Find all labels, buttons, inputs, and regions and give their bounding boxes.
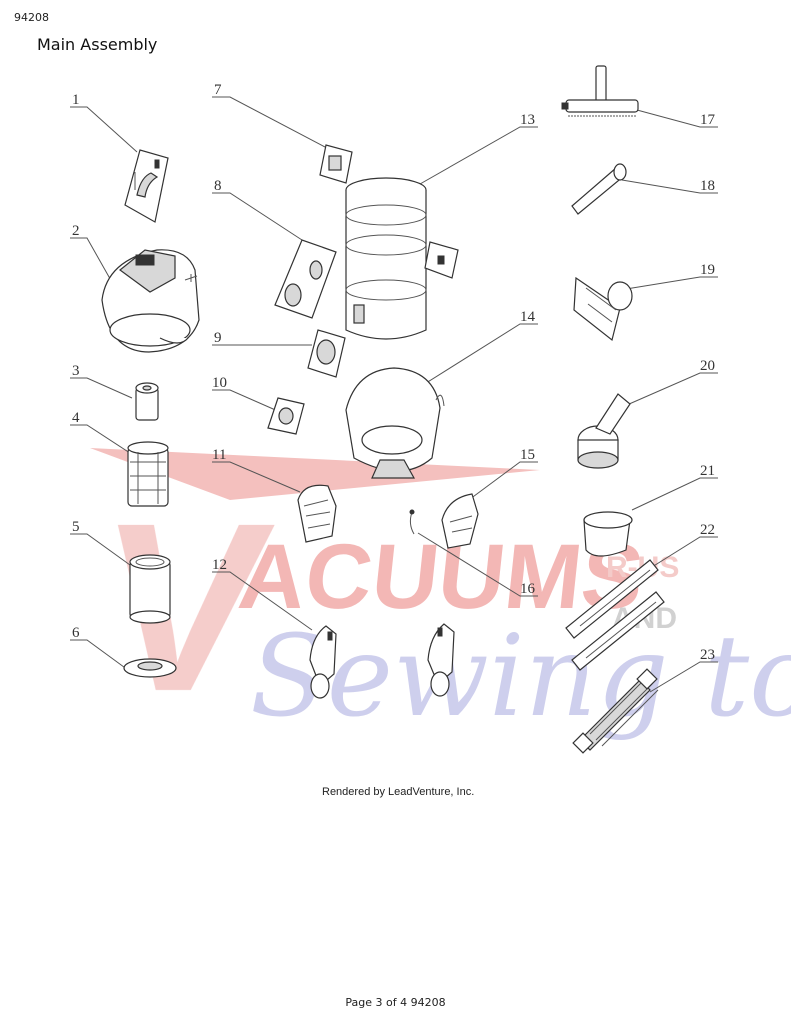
callout-21: 21 xyxy=(700,463,715,479)
part-23-hose xyxy=(572,668,659,754)
part-1-handle-kit xyxy=(124,149,169,223)
page-title: Main Assembly xyxy=(37,35,158,54)
part-6-disc xyxy=(123,658,177,678)
part-21-adapter xyxy=(583,511,633,557)
callout-19: 19 xyxy=(700,262,715,278)
callout-15: 15 xyxy=(520,447,535,463)
callout-5: 5 xyxy=(72,519,80,535)
callout-13: 13 xyxy=(520,112,535,128)
part-3-foam-filter xyxy=(135,382,159,421)
part-13-tank xyxy=(345,177,459,340)
callout-17: 17 xyxy=(700,112,716,128)
part-10-adapter xyxy=(267,397,305,435)
document-id: 94208 xyxy=(14,11,49,24)
callout-1: 1 xyxy=(72,92,80,108)
part-22-extension-wands xyxy=(565,559,665,671)
part-19-utility-nozzle xyxy=(573,276,633,342)
page-footer: Page 3 of 4 94208 xyxy=(345,996,446,1009)
part-7-clip-kit xyxy=(319,144,353,184)
render-credit: Rendered by LeadVenture, Inc. xyxy=(322,786,475,798)
part-5-cartridge-filter xyxy=(129,554,171,624)
part-12-caster-b xyxy=(427,623,455,697)
watermark: V ACUUMS R-US AND Sewing too xyxy=(86,448,791,742)
callout-10: 10 xyxy=(212,375,227,391)
part-9-fitting xyxy=(307,329,346,378)
part-14-base xyxy=(345,367,445,479)
part-2-power-head xyxy=(101,249,200,353)
part-17-floor-nozzle xyxy=(561,65,639,117)
watermark-script: Sewing too xyxy=(250,612,791,742)
part-16-pin xyxy=(409,509,415,535)
callout-22: 22 xyxy=(700,522,715,538)
callout-16: 16 xyxy=(520,581,536,597)
callout-12: 12 xyxy=(212,557,227,573)
callout-8: 8 xyxy=(214,178,222,194)
callout-20: 20 xyxy=(700,358,715,374)
callout-11: 11 xyxy=(212,447,226,463)
part-11-caster-housing xyxy=(297,484,337,543)
leader-lines xyxy=(70,96,718,693)
callout-4: 4 xyxy=(72,410,80,426)
callout-18: 18 xyxy=(700,178,715,194)
part-4-cage-filter xyxy=(127,441,169,507)
callout-23: 23 xyxy=(700,647,715,663)
callout-6: 6 xyxy=(72,625,80,641)
watermark-red-swoosh xyxy=(90,448,540,500)
watermark-initial: V xyxy=(86,474,284,742)
part-18-crevice-tool xyxy=(571,163,627,215)
callout-14: 14 xyxy=(520,309,536,325)
callout-3: 3 xyxy=(72,363,80,379)
part-20-dusting-brush xyxy=(577,393,631,469)
part-12-caster-a xyxy=(309,625,337,699)
callout-2: 2 xyxy=(72,223,80,239)
callout-9: 9 xyxy=(214,330,222,346)
callout-labels: 1 2 3 4 5 6 7 8 9 10 11 12 13 14 15 16 1… xyxy=(72,82,716,663)
watermark-main: ACUUMS xyxy=(234,524,649,628)
part-8-caster-kit xyxy=(274,239,337,319)
part-15-caster-housing xyxy=(441,493,479,549)
callout-7: 7 xyxy=(214,82,222,98)
